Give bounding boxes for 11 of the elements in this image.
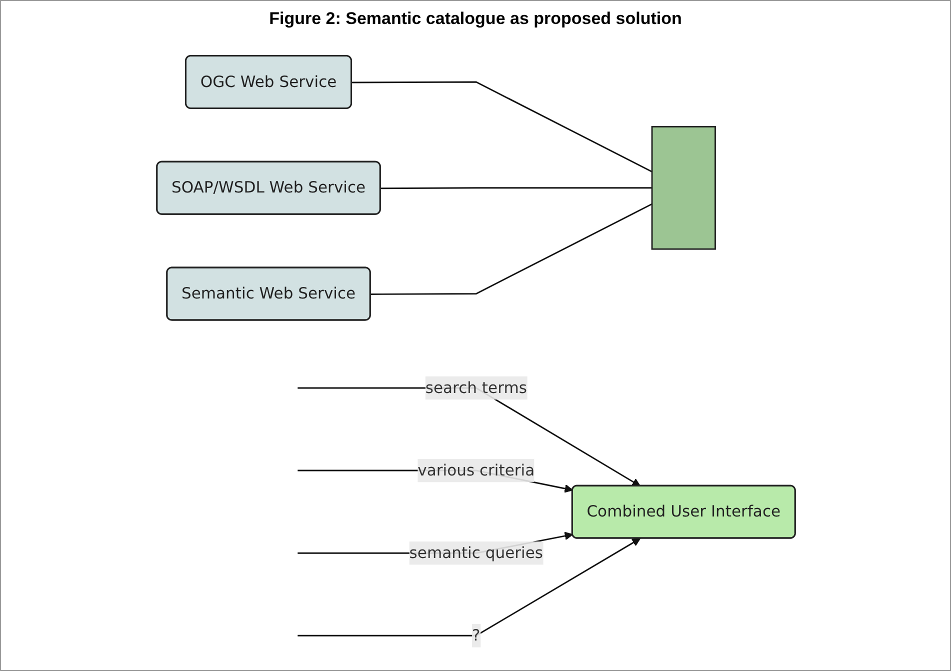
connector bbox=[370, 202, 652, 294]
arrow bbox=[297, 538, 640, 636]
connector bbox=[351, 80, 652, 172]
edge-label: various criteria bbox=[417, 460, 534, 479]
node-box bbox=[650, 125, 716, 250]
edge-label: ? bbox=[472, 625, 480, 644]
figure-title: Figure 2: Semantic catalogue as proposed solution bbox=[269, 9, 682, 29]
edge-label: semantic queries bbox=[408, 542, 542, 562]
edge-label: search terms bbox=[424, 378, 526, 396]
arrow bbox=[297, 386, 640, 486]
connector bbox=[380, 186, 652, 189]
